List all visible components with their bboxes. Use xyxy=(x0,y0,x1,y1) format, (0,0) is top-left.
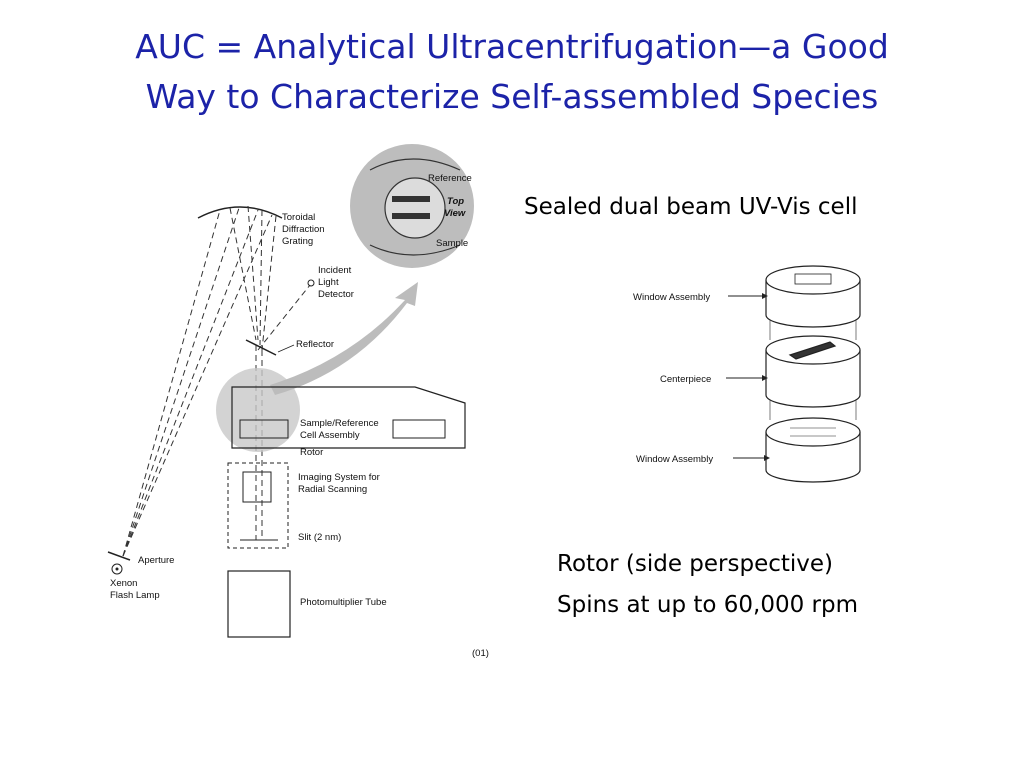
sample-channel xyxy=(392,213,430,219)
detector-icon xyxy=(307,279,315,287)
photomultiplier-box xyxy=(227,570,291,638)
label-imaging-1: Imaging System for xyxy=(298,472,380,483)
label-lamp-2: Flash Lamp xyxy=(110,590,160,601)
title-line-1: AUC = Analytical Ultracentrifugation—a G… xyxy=(135,27,889,66)
label-reference: Reference xyxy=(428,173,472,184)
label-detector-1: Incident xyxy=(318,265,352,276)
light-rays xyxy=(122,204,311,557)
label-detector-3: Detector xyxy=(318,289,354,300)
label-grating-1: Toroidal xyxy=(282,212,315,223)
cell-stack xyxy=(765,265,861,483)
label-cell-assembly-1: Sample/Reference xyxy=(300,418,379,429)
title-line-2: Way to Characterize Self-assembled Speci… xyxy=(145,77,879,116)
cell-assembly-right xyxy=(392,419,446,439)
label-reflector: Reflector xyxy=(296,339,334,350)
imaging-system-box xyxy=(227,462,289,549)
xenon-lamp-icon xyxy=(111,563,123,575)
centerpiece-body xyxy=(765,350,861,408)
caption-rotor-speed: Spins at up to 60,000 rpm xyxy=(557,592,859,618)
label-window-assembly-top: Window Assembly xyxy=(633,292,710,303)
swoosh-arrow xyxy=(270,282,418,395)
label-centerpiece: Centerpiece xyxy=(660,374,711,385)
label-slit: Slit (2 nm) xyxy=(298,532,341,543)
aperture-icon xyxy=(107,551,131,561)
label-top: Top xyxy=(447,196,464,207)
label-aperture: Aperture xyxy=(138,555,174,566)
rotor-outline xyxy=(231,386,466,449)
label-sample: Sample xyxy=(436,238,468,249)
label-pmt: Photomultiplier Tube xyxy=(300,597,387,608)
imaging-lens xyxy=(242,471,272,503)
top-view-cell xyxy=(384,177,446,239)
figure-number: (01) xyxy=(472,648,489,659)
reference-channel xyxy=(392,196,430,202)
label-grating-3: Grating xyxy=(282,236,313,247)
label-cell-assembly-2: Cell Assembly xyxy=(300,430,360,441)
label-lamp-1: Xenon xyxy=(110,578,137,589)
label-detector-2: Light xyxy=(318,277,339,288)
grating-arc xyxy=(197,206,283,219)
caption-cell: Sealed dual beam UV-Vis cell xyxy=(524,194,858,220)
label-window-assembly-bottom: Window Assembly xyxy=(636,454,713,465)
label-grating-2: Diffraction xyxy=(282,224,325,235)
label-view: View xyxy=(444,208,466,219)
label-imaging-2: Radial Scanning xyxy=(298,484,367,495)
slide-title: AUC = Analytical Ultracentrifugation—a G… xyxy=(0,22,1024,122)
label-rotor: Rotor xyxy=(300,447,323,458)
cell-assembly-left xyxy=(239,419,289,439)
reflector-icon xyxy=(245,339,277,356)
caption-rotor-perspective: Rotor (side perspective) xyxy=(557,551,834,577)
